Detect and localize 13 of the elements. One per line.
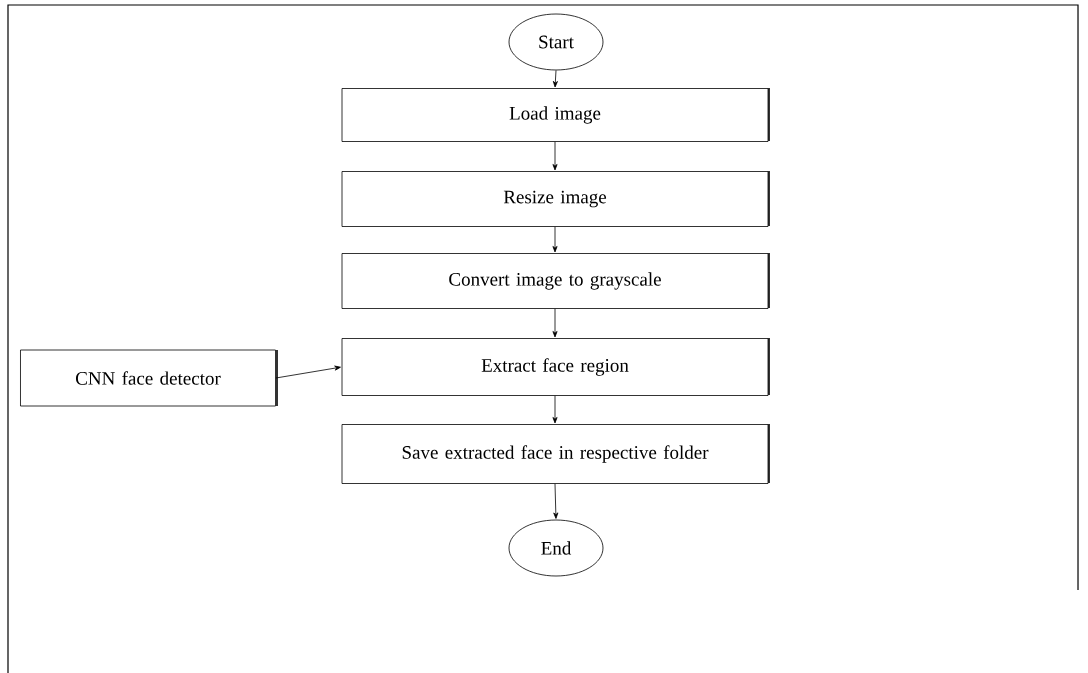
arrow xyxy=(552,226,558,253)
process-box: Load image xyxy=(341,88,769,142)
arrow xyxy=(552,395,558,424)
process-box: Save extracted face in respective folder xyxy=(341,424,769,484)
arrow xyxy=(552,141,558,171)
arrow xyxy=(552,308,558,338)
process-box: Convert image to grayscale xyxy=(341,253,769,309)
arrow xyxy=(275,365,341,379)
arrow xyxy=(553,483,559,519)
process-box: Extract face region xyxy=(341,338,769,396)
process-box: CNN face detector xyxy=(20,349,276,407)
process-box: Resize image xyxy=(341,171,769,227)
arrow xyxy=(552,70,558,88)
